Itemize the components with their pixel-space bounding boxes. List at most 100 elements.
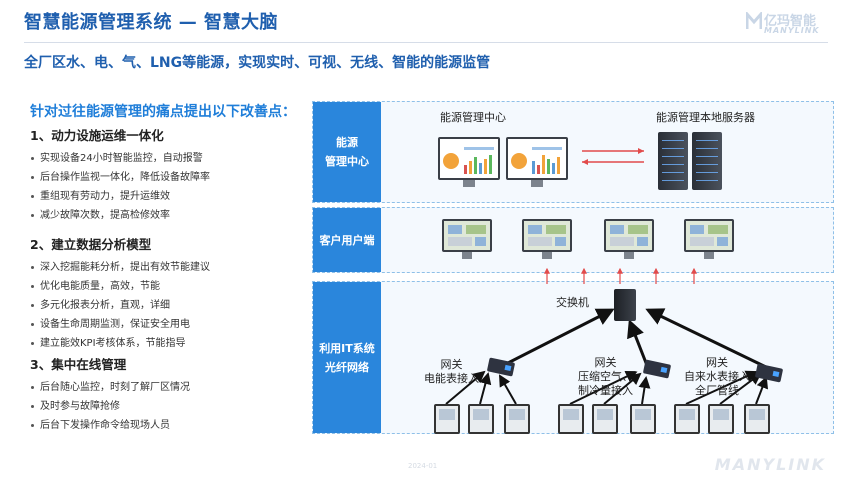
page-title: 智慧能源管理系统 — 智慧大脑 <box>24 12 279 33</box>
list-item: 减少故障次数，提高检修效率 <box>30 206 210 225</box>
gateway-label-line: 全厂管线 <box>695 384 739 397</box>
energy-center-label: 能源管理中心 <box>440 111 506 124</box>
network-switch-icon <box>614 289 636 321</box>
gateway-label-line: 压缩空气、 <box>578 370 633 383</box>
band-label-line: 能源 <box>336 136 358 149</box>
meter-link <box>479 372 492 405</box>
dashboard-screen <box>506 137 568 180</box>
band-label-line: 光纤网络 <box>325 360 369 374</box>
band-label-line: 管理中心 <box>325 155 369 168</box>
dashboard-screen <box>438 137 500 180</box>
band-client: 客户用户端 <box>312 207 834 273</box>
gateway-label-line: 网关 <box>440 358 463 371</box>
page-subtitle: 全厂区水、电、气、LNG等能源，实现实时、可视、无线、智能的能源监管 <box>24 55 491 71</box>
monitor-stand <box>530 180 544 187</box>
server-rack-icon <box>692 132 722 190</box>
section-heading: 2、建立数据分析模型 <box>30 237 152 252</box>
header-divider <box>24 42 828 43</box>
improvements-title: 针对过往能源管理的痛点提出以下改善点： <box>30 104 296 120</box>
section-operations: 1、动力设施运维一体化 实现设备24小时智能监控，自动报警 后台操作监视一体化，… <box>30 125 210 225</box>
section-online: 3、集中在线管理 后台随心监控，时刻了解厂区情况 及时参与故障抢修 后台下发操作… <box>30 354 190 435</box>
client-monitor <box>604 219 654 259</box>
list-item: 实现设备24小时智能监控，自动报警 <box>30 149 210 168</box>
client-screen <box>522 219 572 252</box>
meter-link <box>755 376 769 405</box>
meter-link <box>719 372 762 405</box>
client-screen <box>604 219 654 252</box>
switch-label: 交换机 <box>556 296 589 309</box>
list-item: 建立能效KPI考核体系，节能指导 <box>30 334 210 353</box>
logo-mark-icon <box>746 12 762 29</box>
footer-page-text: 2024-01 <box>408 462 438 470</box>
monitor-stand <box>542 252 552 259</box>
monitor-stand <box>704 252 714 259</box>
gateway-label-line: 自来水表接入 <box>684 370 750 383</box>
power-meter-icon <box>592 404 618 434</box>
section-heading: 1、动力设施运维一体化 <box>30 128 164 143</box>
sync-arrows-icon <box>582 148 644 165</box>
client-screen <box>684 219 734 252</box>
section-list: 实现设备24小时智能监控，自动报警 后台操作监视一体化，降低设备故障率 重组现有… <box>30 149 210 225</box>
section-list: 后台随心监控，时刻了解厂区情况 及时参与故障抢修 后台下发操作命令给现场人员 <box>30 378 190 435</box>
meter-link <box>499 374 517 405</box>
gateway-link <box>645 308 769 370</box>
meter-link <box>445 370 486 405</box>
plant-layout-icon <box>528 225 566 246</box>
local-server-label: 能源管理本地服务器 <box>656 111 755 124</box>
power-meter-icon <box>630 404 656 434</box>
dashboard-chart-icon <box>511 147 562 174</box>
band-label: 客户用户端 <box>313 208 381 272</box>
plant-layout-icon <box>448 225 486 246</box>
section-list: 深入挖掘能耗分析，提出有效节能建议 优化电能质量，高效，节能 多元化报表分析，直… <box>30 258 210 353</box>
client-monitor <box>442 219 492 259</box>
meter-link <box>603 372 642 405</box>
power-meter-icon <box>744 404 770 434</box>
band-label: 利用IT系统 光纤网络 <box>313 282 381 433</box>
client-monitor <box>522 219 572 259</box>
footer-brand: MANYLINK <box>714 455 826 474</box>
list-item: 深入挖掘能耗分析，提出有效节能建议 <box>30 258 210 277</box>
plant-layout-icon <box>610 225 648 246</box>
logo-name: 亿玛智能 <box>764 14 817 29</box>
gateway-label-line: 网关 <box>594 356 617 369</box>
dashboard-monitor <box>506 137 568 187</box>
section-heading: 3、集中在线管理 <box>30 357 127 372</box>
monitor-stand <box>624 252 634 259</box>
list-item: 设备生命周期监测，保证安全用电 <box>30 315 210 334</box>
list-item: 后台随心监控，时刻了解厂区情况 <box>30 378 190 397</box>
band-energy-center: 能源 管理中心 <box>312 101 834 203</box>
power-meter-icon <box>708 404 734 434</box>
power-meter-icon <box>558 404 584 434</box>
logo-subname: MANYLINK <box>764 26 820 35</box>
band-label-line: 客户用户端 <box>319 233 375 247</box>
power-meter-icon <box>434 404 460 434</box>
gateway-label: 网关 自来水表接入 全厂管线 <box>684 356 750 398</box>
list-item: 及时参与故障抢修 <box>30 397 190 416</box>
client-screen <box>442 219 492 252</box>
monitor-stand <box>462 180 476 187</box>
list-item: 后台下发操作命令给现场人员 <box>30 416 190 435</box>
gateway-label-line: 网关 <box>706 356 728 369</box>
gateway-label: 网关 压缩空气、 制冷量接入 <box>578 356 633 398</box>
gateway-label-line: 制冷量接入 <box>578 384 633 397</box>
section-analysis: 2、建立数据分析模型 深入挖掘能耗分析，提出有效节能建议 优化电能质量，高效，节… <box>30 234 210 353</box>
gateway-label-line: 电能表接入 <box>424 372 479 385</box>
list-item: 多元化报表分析，直观，详细 <box>30 296 210 315</box>
gateway-label: 网关 电能表接入 <box>424 358 479 386</box>
server-rack-icon <box>658 132 688 190</box>
list-item: 重组现有劳动力，提升运维效 <box>30 187 210 206</box>
brand-logo: 亿玛智能 MANYLINK <box>746 10 838 40</box>
list-item: 优化电能质量，高效，节能 <box>30 277 210 296</box>
meter-link <box>685 370 758 405</box>
plant-layout-icon <box>690 225 728 246</box>
dashboard-chart-icon <box>443 147 494 174</box>
monitor-stand <box>462 252 472 259</box>
gateway-link <box>497 308 615 370</box>
meter-link <box>638 376 651 405</box>
client-monitor <box>684 219 734 259</box>
band-label-line: 利用IT系统 <box>319 341 375 355</box>
dashboard-monitor <box>438 137 500 187</box>
power-meter-icon <box>504 404 530 434</box>
power-meter-icon <box>674 404 700 434</box>
meter-link <box>569 370 638 405</box>
